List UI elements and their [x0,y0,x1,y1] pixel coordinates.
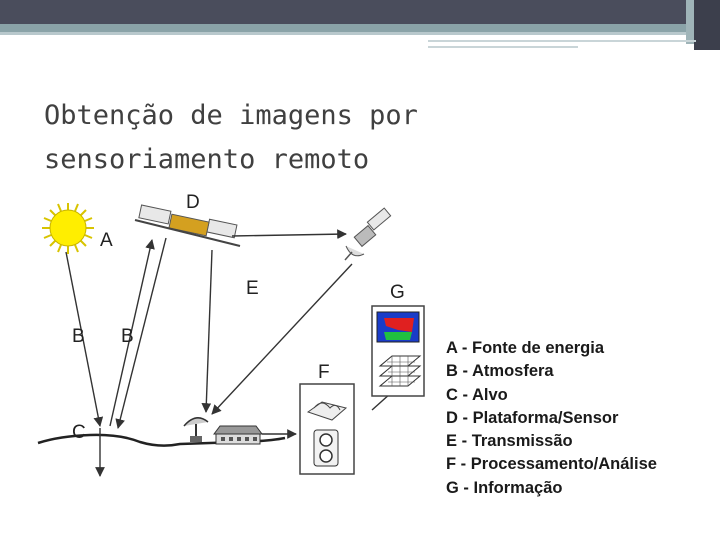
label-g: G [390,282,405,303]
title-line-2: sensoriamento remoto [44,144,370,175]
label-f: F [318,362,330,383]
arrow-sensor-to-relay [231,229,347,240]
label-c: C [72,422,86,443]
ground-station-icon [213,425,263,445]
arrow-sensor-to-station [201,249,213,413]
slide-title: Obtenção de imagens por sensoriamento re… [44,94,484,182]
label-d: D [186,192,200,213]
header-bar [0,0,720,24]
legend-item-b: B - Atmosfera [446,362,554,381]
arrow-relay-to-station [211,263,353,415]
legend-item-d: D - Plataforma/Sensor [446,408,619,427]
title-line-1: Obtenção de imagens por [44,100,418,131]
decorative-line-1 [428,40,696,42]
label-a: A [100,230,113,251]
information-display [371,305,425,397]
arrow-sun-to-sensor [115,237,167,429]
legend-item-e: E - Transmissão [446,432,573,451]
legend-item-c: C - Alvo [446,385,508,404]
header-accent-bar [0,24,700,32]
header-accent-line [0,32,720,35]
legend-list: A - Fonte de energia B - Atmosfera C - A… [446,337,657,500]
label-b-right: B [121,326,134,347]
arrow-target-to-sensor [109,239,155,427]
antenna-dish-icon [183,417,209,442]
label-b-left: B [72,326,85,347]
legend-item-a: A - Fonte de energia [446,339,605,357]
header-corner-block [694,0,720,50]
satellite-platform-icon [134,204,241,247]
sun-icon [42,203,94,254]
arrow-sun-to-target [65,251,104,427]
legend-item-f: F - Processamento/Análise [446,455,657,474]
relay-satellite-icon [344,207,392,261]
header-corner-accent [686,0,694,44]
label-e: E [246,278,259,299]
decorative-line-2 [428,46,578,48]
processing-workstation [299,383,355,475]
remote-sensing-diagram: A B B C D E F G [37,192,425,477]
legend-item-g: G - Informação [446,478,563,497]
